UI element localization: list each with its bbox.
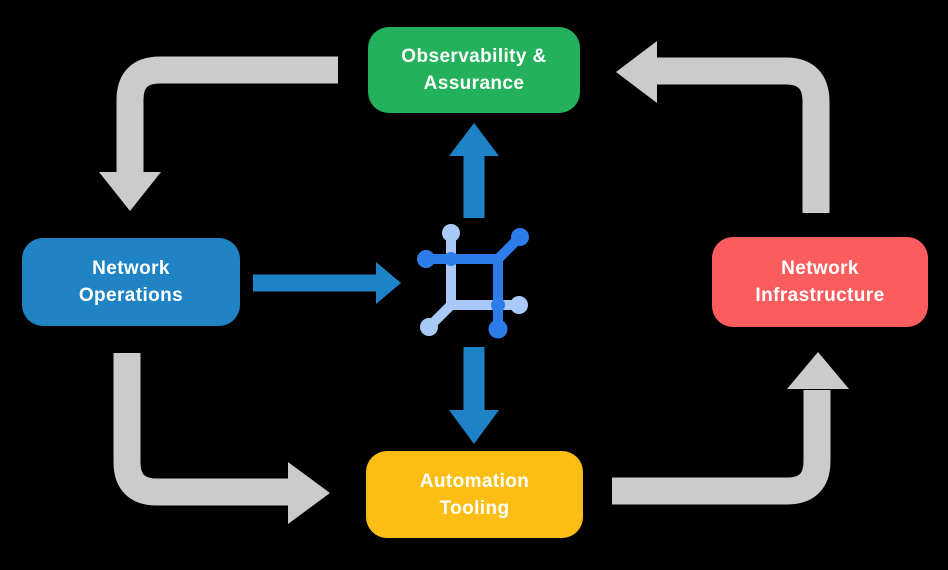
box-automation-tooling: Automation Tooling	[366, 451, 583, 538]
box-label-network-infrastructure: Network Infrastructure	[755, 258, 885, 306]
box-observability-assurance: Observability & Assurance	[368, 27, 580, 113]
arrowhead-right-icon	[376, 262, 401, 304]
arrowhead-right-icon	[288, 462, 330, 524]
box-network-operations: Network Operations	[22, 238, 240, 326]
box-label-observability-assurance: Observability & Assurance	[401, 46, 547, 94]
cycle-arrows	[99, 41, 849, 524]
network-mesh-icon	[417, 224, 529, 339]
box-label-network-operations: Network Operations	[78, 258, 184, 306]
arrow-automation-to-infrastructure	[612, 352, 849, 505]
arrow-center-to-observability	[449, 123, 499, 218]
flow-arrows	[253, 123, 499, 444]
arrow-infrastructure-to-observability	[616, 41, 830, 213]
arrowhead-up-icon	[787, 352, 849, 389]
arrowhead-down-icon	[99, 172, 161, 211]
arrow-operations-to-center	[253, 262, 401, 304]
network-mesh-icon-primary	[417, 228, 529, 339]
arrow-operations-to-automation	[113, 353, 330, 524]
box-label-automation-tooling: Automation Tooling	[419, 470, 530, 519]
arrowhead-down-icon	[449, 410, 499, 444]
arrow-observability-to-operations	[99, 56, 338, 211]
box-network-infrastructure: Network Infrastructure	[712, 237, 928, 327]
arrowhead-up-icon	[449, 123, 499, 156]
arrowhead-left-icon	[616, 41, 657, 103]
arrow-center-to-automation	[449, 347, 499, 444]
